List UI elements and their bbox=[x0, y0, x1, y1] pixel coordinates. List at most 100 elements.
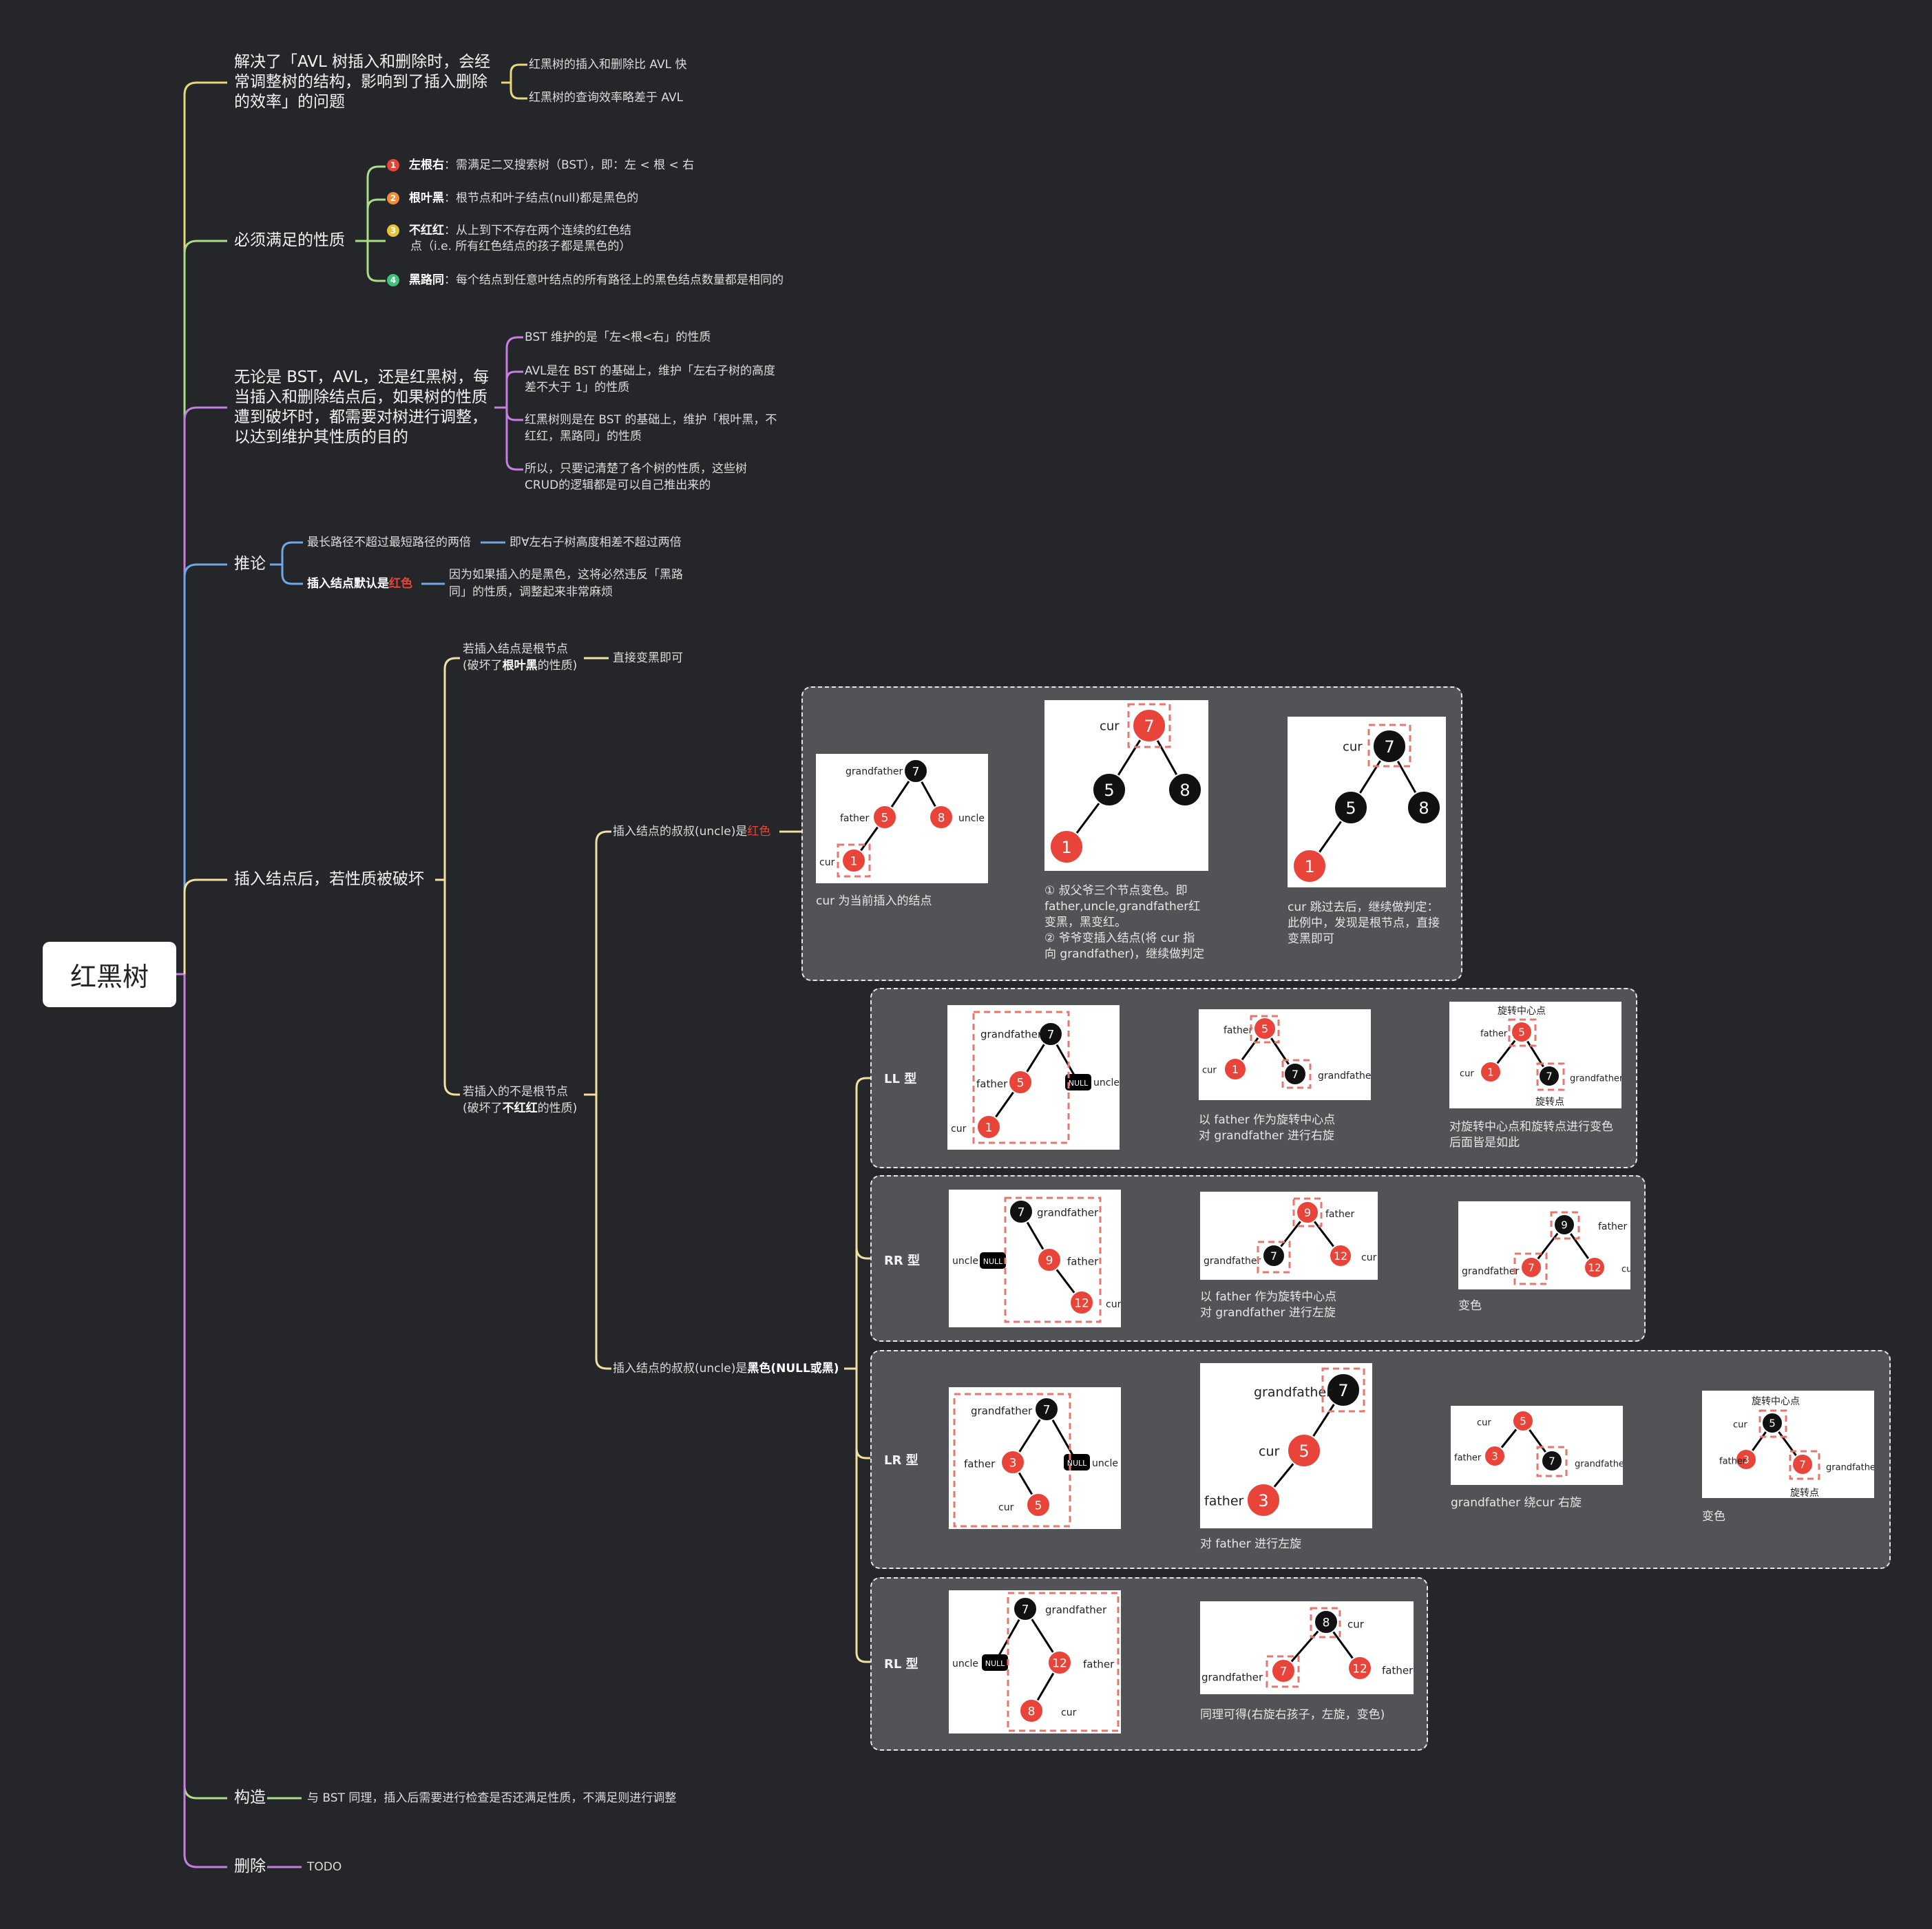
null-leaf-label: NULL bbox=[985, 1659, 1005, 1668]
tree-node-value: 12 bbox=[1352, 1662, 1367, 1676]
node-construct-detail[interactable]: 与 BST 同理，插入后需要进行检查是否还满足性质，不满足则进行调整 bbox=[307, 1791, 677, 1805]
red-tree-node bbox=[841, 848, 866, 873]
node-bst-property[interactable]: BST 维护的是「左<根<右」的性质 bbox=[525, 330, 711, 344]
black-tree-node bbox=[1034, 1397, 1059, 1422]
node-longest-path[interactable]: 最长路径不超过最短路径的两倍 bbox=[307, 536, 471, 549]
null-leaf bbox=[980, 1252, 1006, 1269]
tree-node-value: 5 bbox=[1520, 1415, 1526, 1428]
node-height-diff[interactable]: 即∀左右子树高度相差不超过两倍 bbox=[510, 536, 682, 549]
tree-node-value: 8 bbox=[1418, 799, 1429, 818]
red-tree-node bbox=[1132, 708, 1166, 743]
black-tree-node bbox=[1407, 790, 1441, 825]
red-tree-node bbox=[1026, 1493, 1051, 1517]
black-tree-node bbox=[1761, 1412, 1783, 1434]
number-3-icon: 3 bbox=[387, 224, 399, 237]
node-turn-black[interactable]: 直接变黑即可 bbox=[613, 651, 683, 665]
node-rbt-property[interactable]: 红黑树则是在 BST 的基础上，维护「根叶黑，不红红，黑路同」的性质 bbox=[525, 413, 777, 443]
tree-role-label: grandfather bbox=[1575, 1459, 1623, 1470]
node-maintain-properties[interactable]: 无论是 BST，AVL，还是红黑树，每当插入和删除结点后，如果树的性质遭到破坏时… bbox=[234, 368, 490, 446]
node-root-insert[interactable]: 若插入结点是根节点(破坏了根叶黑的性质) bbox=[463, 642, 578, 673]
tree-node-value: 7 bbox=[1799, 1459, 1806, 1471]
black-tree-node bbox=[1553, 1214, 1575, 1236]
null-leaf-label: NULL bbox=[1069, 1079, 1089, 1088]
tree-role-label: grandfather bbox=[846, 766, 903, 777]
node-insert-red-reason[interactable]: 因为如果插入的是黑色，这将必然违反「黑路同」的性质，调整起来非常麻烦 bbox=[449, 568, 683, 599]
tree-node-value: 8 bbox=[1179, 781, 1190, 800]
red-tree-node bbox=[1511, 1021, 1533, 1043]
node-avl-property[interactable]: AVL是在 BST 的基础上，维护「左右子树的高度差不大于 1」的性质 bbox=[525, 364, 775, 394]
tree-role-label: grandfather bbox=[980, 1028, 1042, 1040]
ll-label: LL 型 bbox=[884, 1072, 917, 1086]
node-insert-red[interactable]: 插入结点默认是红色 bbox=[307, 577, 412, 591]
red-tree-node bbox=[1296, 1201, 1319, 1224]
highlight-box bbox=[1508, 1018, 1537, 1047]
red-tree-node bbox=[1584, 1256, 1606, 1278]
caption-ll-rotate: 以 father 作为旋转中心点对 grandfather 进行右旋 bbox=[1199, 1113, 1336, 1143]
tree-role-label: cur bbox=[951, 1124, 967, 1135]
tree-role-label: uncle bbox=[1093, 1077, 1120, 1088]
null-leaf bbox=[982, 1654, 1008, 1671]
caption-lr-right-rotate: grandfather 绕cur 右旋 bbox=[1451, 1496, 1582, 1510]
node-nonroot-insert[interactable]: 若插入的不是根节点(破坏了不红红的性质) bbox=[463, 1085, 578, 1115]
red-tree-node bbox=[1287, 1433, 1321, 1468]
tree-role-label: cur bbox=[1343, 739, 1363, 754]
tree-node-value: 1 bbox=[1304, 857, 1314, 876]
node-uncle-red[interactable]: 插入结点的叔叔(uncle)是红色 bbox=[613, 825, 771, 839]
tree-node-value: 12 bbox=[1052, 1656, 1067, 1670]
root-node[interactable]: 红黑树 bbox=[43, 942, 176, 1007]
node-insert-delete-faster[interactable]: 红黑树的插入和删除比 AVL 快 bbox=[529, 58, 687, 72]
tree-node-value: 3 bbox=[1491, 1451, 1498, 1463]
node-delete[interactable]: 删除 bbox=[234, 1857, 266, 1875]
node-properties[interactable]: 必须满足的性质 bbox=[234, 231, 345, 249]
node-uncle-black[interactable]: 插入结点的叔叔(uncle)是黑色(NULL或黑) bbox=[613, 1362, 839, 1375]
tree-role-label: 旋转点 bbox=[1535, 1097, 1564, 1108]
tree-role-label: grandfather bbox=[1204, 1256, 1261, 1267]
tree-role-label: 旋转点 bbox=[1790, 1488, 1819, 1498]
tree-node-value: 1 bbox=[985, 1121, 993, 1135]
red-tree-node bbox=[1792, 1453, 1814, 1475]
node-avl-problem[interactable]: 解决了「AVL 树插入和删除时，会经常调整树的结构，影响到了插入删除的效率」的问… bbox=[234, 53, 491, 111]
red-tree-node bbox=[1735, 1448, 1757, 1471]
tree-node-value: 7 bbox=[1047, 1028, 1055, 1042]
tree-node-value: 7 bbox=[1384, 737, 1394, 757]
highlight-box bbox=[1367, 724, 1411, 768]
rl-label: RL 型 bbox=[884, 1657, 918, 1672]
black-tree-node bbox=[903, 759, 928, 783]
caption-lr-recolor: 变色 bbox=[1702, 1510, 1725, 1524]
node-construct[interactable]: 构造 bbox=[234, 1789, 266, 1806]
red-tree-node bbox=[1520, 1256, 1542, 1278]
highlight-box bbox=[1250, 1015, 1280, 1044]
black-tree-node bbox=[1334, 790, 1368, 825]
node-corollary[interactable]: 推论 bbox=[234, 555, 266, 573]
caption-ll-recolor: 对旋转中心点和旋转点进行变色后面皆是如此 bbox=[1449, 1120, 1613, 1150]
tree-node-value: 5 bbox=[1035, 1499, 1042, 1512]
tree-node-value: 1 bbox=[1232, 1063, 1239, 1076]
tree-node-value: 7 bbox=[1528, 1262, 1535, 1274]
highlight-box bbox=[1550, 1211, 1580, 1240]
highlight-box bbox=[837, 843, 871, 878]
tree-node-value: 5 bbox=[1104, 781, 1114, 800]
tree-node-value: 1 bbox=[1487, 1066, 1494, 1079]
node-delete-todo[interactable]: TODO bbox=[307, 1860, 342, 1874]
node-insert-fix[interactable]: 插入结点后，若性质被破坏 bbox=[234, 870, 424, 888]
rr-label: RR 型 bbox=[884, 1254, 920, 1268]
tree-node-value: 5 bbox=[1345, 799, 1356, 818]
red-tree-node bbox=[1049, 830, 1084, 864]
node-query-slower[interactable]: 红黑树的查询效率略差于 AVL bbox=[529, 91, 684, 105]
red-tree-node bbox=[1292, 849, 1327, 883]
